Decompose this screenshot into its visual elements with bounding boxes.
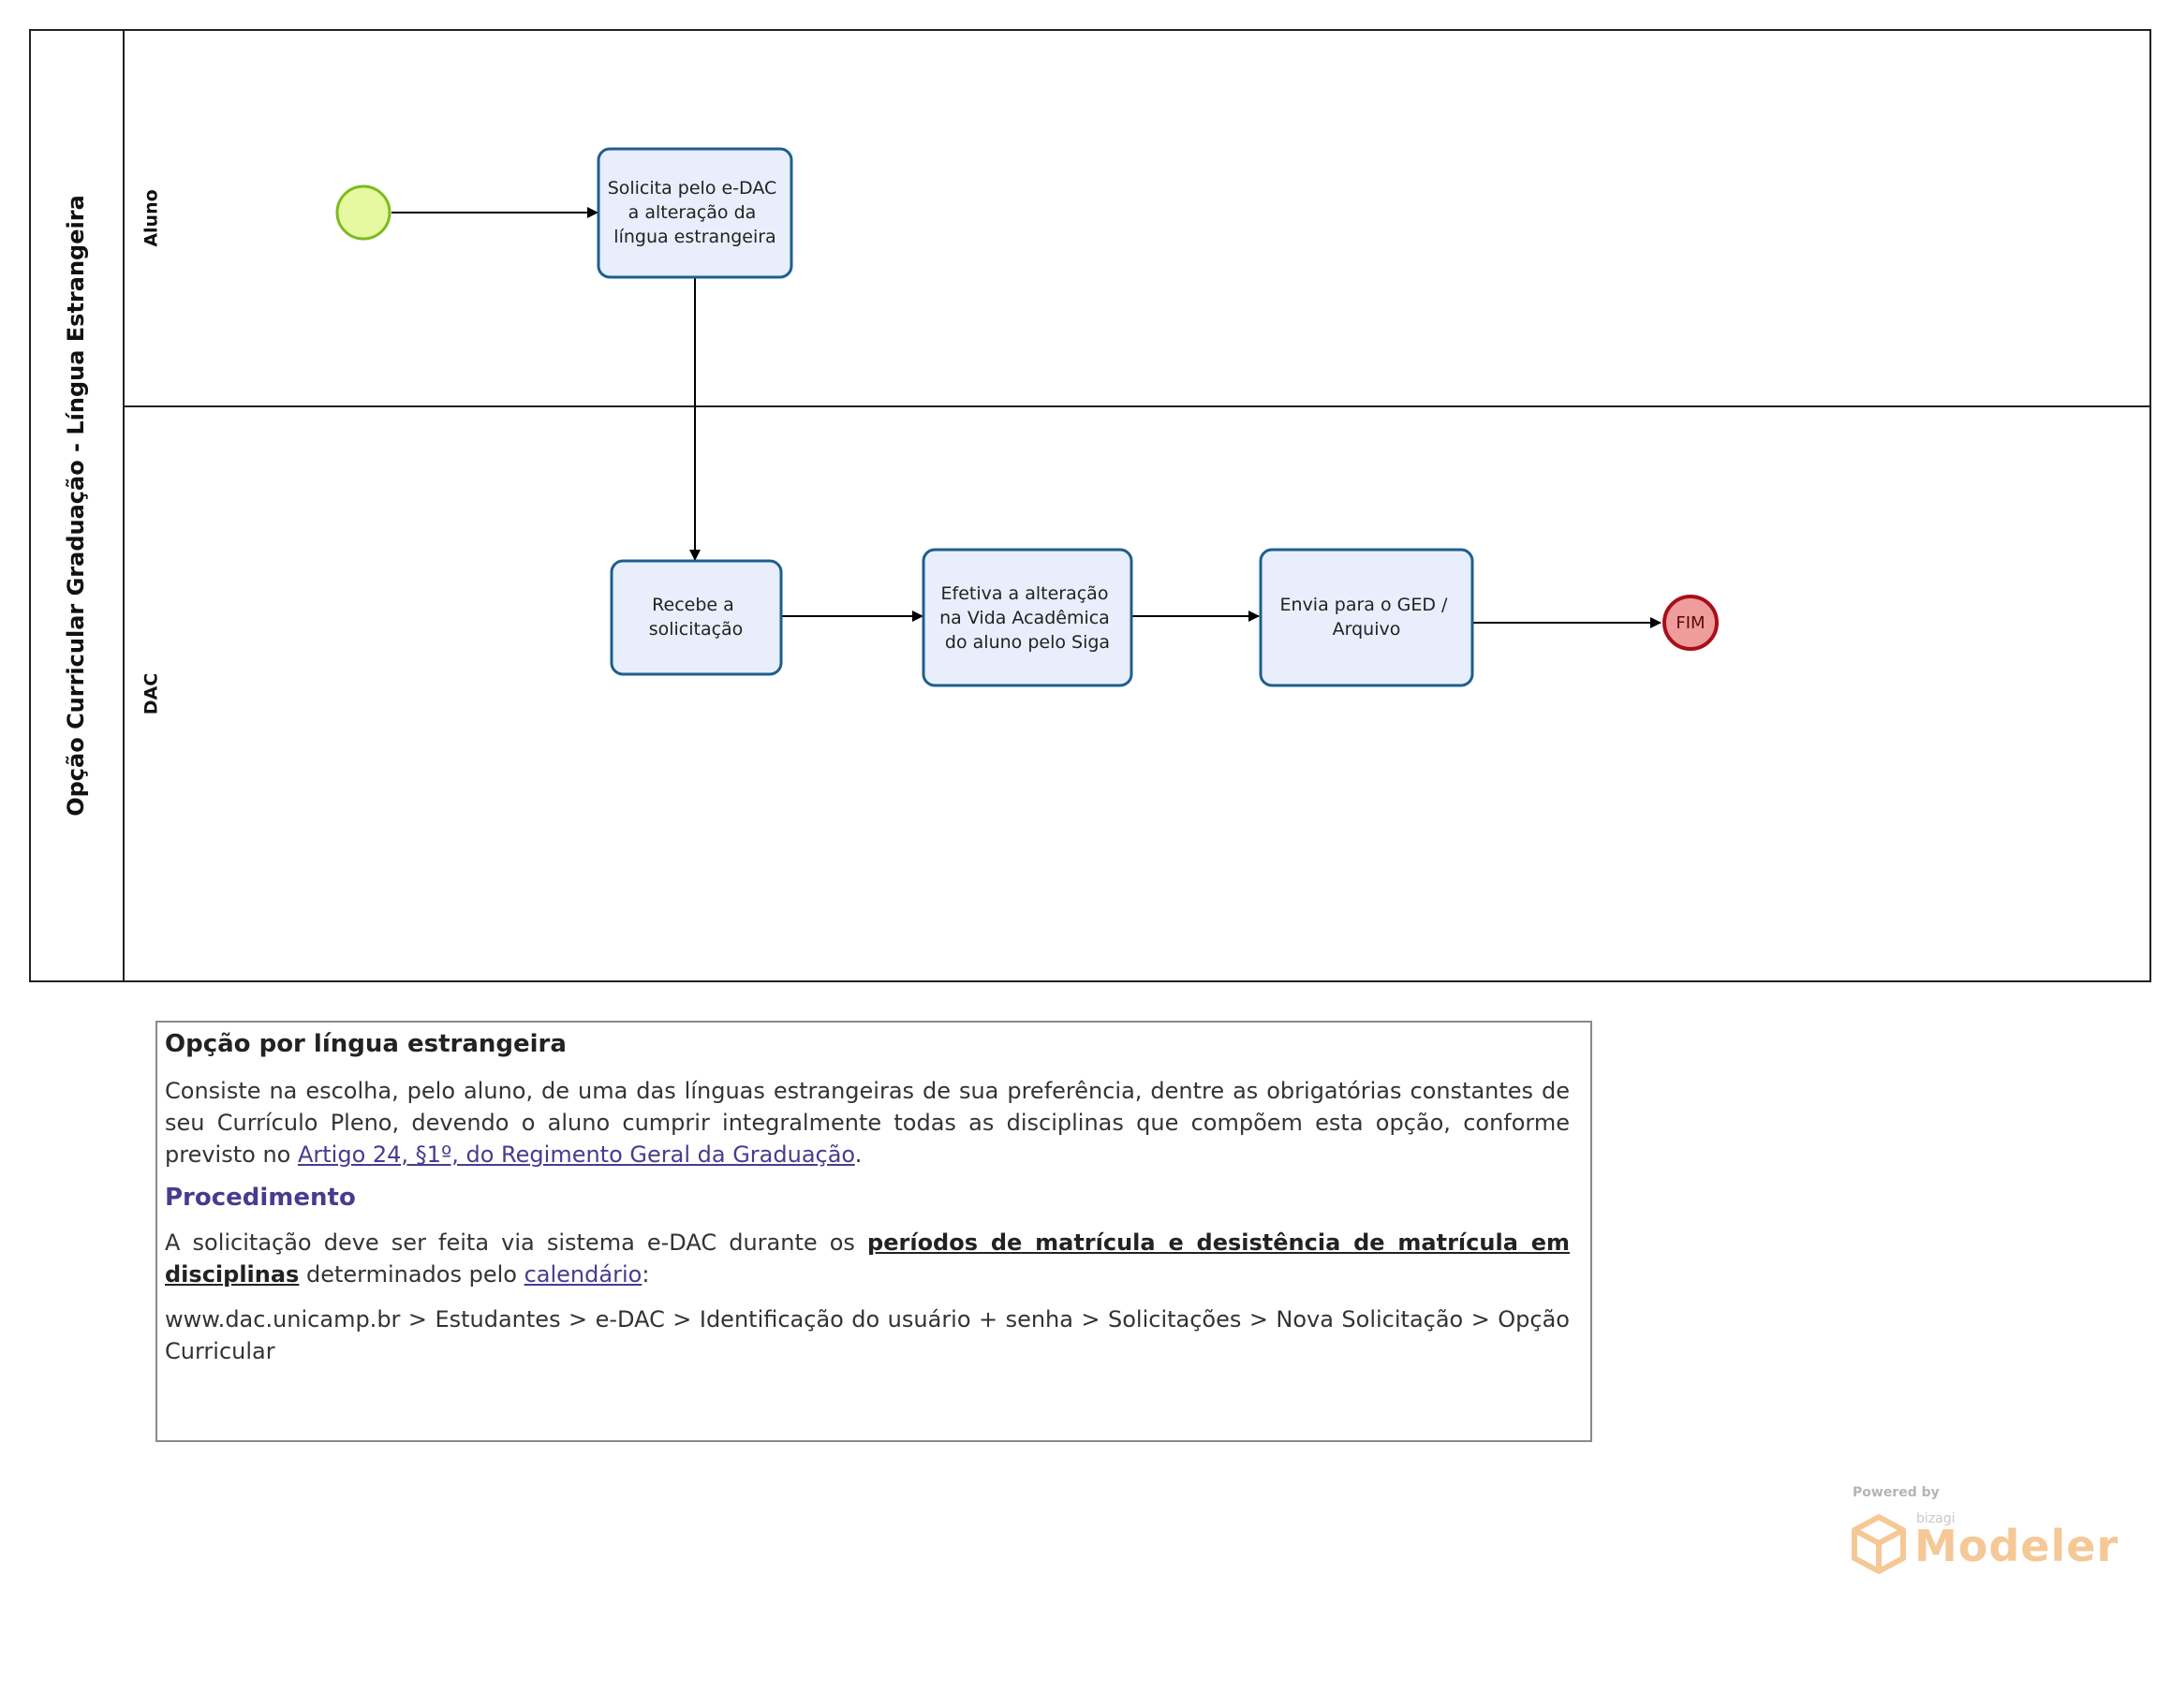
bizagi-brand-text: bizagi [1916, 1511, 1956, 1526]
task-solicita-line: a alteração da [628, 202, 757, 223]
note-title: Opção por língua estrangeira [165, 1030, 567, 1058]
svg-text:Solicita pelo e-DAC a al: Solicita pelo e-DAC a alteração da língu… [608, 178, 783, 247]
bizagi-cube-icon [1852, 1514, 1906, 1574]
pool-title: Opção Curricular Graduação - Língua Estr… [63, 195, 89, 817]
task-recebe-line: solicitação [649, 619, 744, 640]
start-event[interactable] [335, 184, 391, 241]
end-event-label: FIM [1676, 613, 1705, 633]
lane-label-dac: DAC [141, 673, 162, 714]
note-paragraph1-end: . [854, 1141, 863, 1168]
note-paragraph-definition: Consiste na escolha, pelo aluno, de uma … [165, 1075, 1570, 1171]
svg-text:Efetiva a alteração na V: Efetiva a alteração na Vida Acadêmica do… [939, 583, 1115, 653]
calendario-link[interactable]: calendário [524, 1261, 642, 1288]
description-note: Opção por língua estrangeira Consiste na… [155, 1021, 1592, 1442]
task-recebe[interactable]: Recebe a solicitação [610, 559, 783, 676]
task-envia-line: Envia para o GED / [1280, 595, 1449, 615]
lane-label-aluno: Aluno [141, 189, 162, 246]
note-paragraph2-text: A solicitação deve ser feita via sistema… [165, 1229, 868, 1256]
svg-text:Envia para o GED / Arqui: Envia para o GED / Arquivo [1280, 595, 1454, 640]
process-diagram: Opção Curricular Graduação - Língua Estr… [29, 29, 2151, 982]
task-efetiva-line: na Vida Acadêmica [939, 608, 1110, 628]
task-solicita[interactable]: Solicita pelo e-DAC a alteração da língu… [597, 147, 793, 279]
note-paragraph2-mid: determinados pelo [299, 1261, 524, 1288]
powered-by-text: Powered by [1853, 1485, 1940, 1500]
note-paragraph2-end: : [642, 1261, 650, 1288]
task-efetiva-line: do aluno pelo Siga [945, 632, 1110, 653]
end-event[interactable]: FIM [1662, 595, 1719, 651]
periodos-emphasis: períodos de matrícula e desistência de m… [165, 1229, 1571, 1288]
note-paragraph1-text: Consiste na escolha, pelo aluno, de uma … [165, 1078, 1570, 1168]
note-paragraph-procedure: A solicitação deve ser feita via sistema… [165, 1227, 1570, 1290]
bizagi-modeler-logo: Powered by bizagi Modeler [1847, 1485, 2118, 1588]
task-solicita-line: língua estrangeira [613, 227, 775, 247]
regimento-link[interactable]: Artigo 24, §1º, do Regimento Geral da Gr… [297, 1141, 855, 1168]
task-efetiva-line: Efetiva a alteração [941, 583, 1109, 604]
task-efetiva[interactable]: Efetiva a alteração na Vida Acadêmica do… [922, 548, 1133, 687]
svg-text:Recebe a solicitação: Recebe a solicitação [649, 595, 744, 640]
task-envia-line: Arquivo [1333, 619, 1401, 640]
pool-border [29, 29, 2151, 982]
task-envia[interactable]: Envia para o GED / Arquivo [1259, 548, 1474, 687]
task-recebe-line: Recebe a [652, 595, 734, 615]
task-solicita-line: Solicita pelo e-DAC [608, 178, 777, 199]
modeler-product-text: Modeler [1914, 1521, 2119, 1571]
note-paragraph-path: www.dac.unicamp.br > Estudantes > e-DAC … [165, 1306, 1570, 1364]
note-section-title: Procedimento [165, 1184, 356, 1212]
